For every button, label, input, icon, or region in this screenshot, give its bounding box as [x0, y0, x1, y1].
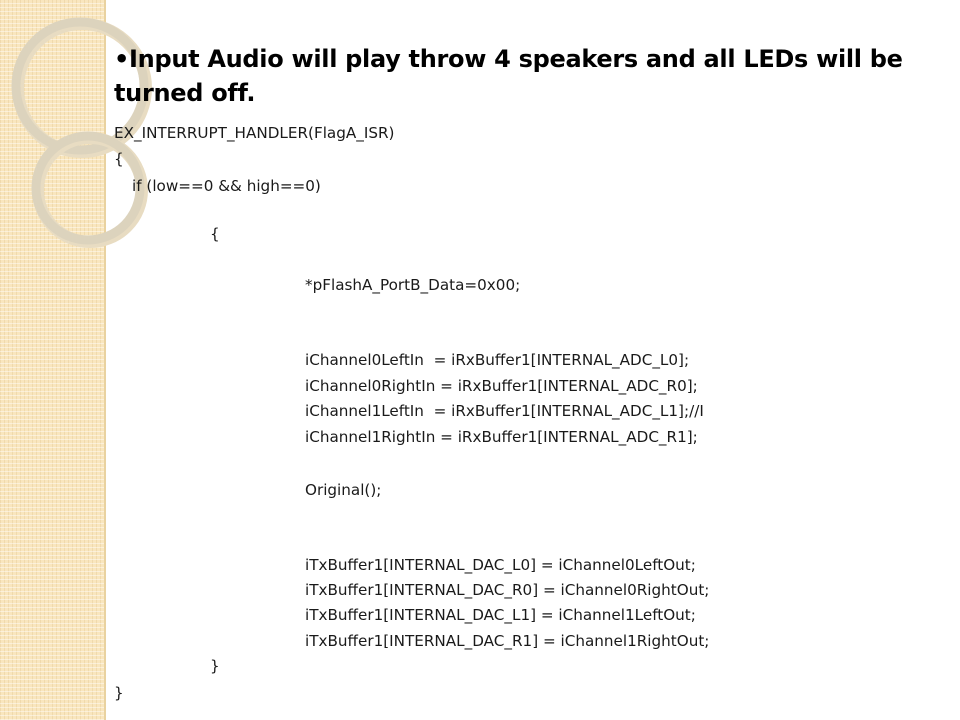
code-line-6: iChannel0LeftIn = iRxBuffer1[INTERNAL_AD… — [305, 351, 690, 369]
code-line-2: { — [114, 150, 124, 168]
code-line-11: iTxBuffer1[INTERNAL_DAC_L0] = iChannel0L… — [305, 556, 696, 574]
code-line-9: iChannel1RightIn = iRxBuffer1[INTERNAL_A… — [305, 428, 698, 446]
code-line-14: iTxBuffer1[INTERNAL_DAC_R1] = iChannel1R… — [305, 632, 710, 650]
code-line-8: iChannel1LeftIn = iRxBuffer1[INTERNAL_AD… — [305, 402, 704, 420]
code-line-10: Original(); — [305, 481, 382, 499]
code-line-1: EX_INTERRUPT_HANDLER(FlagA_ISR) — [114, 124, 395, 142]
code-line-16: } — [114, 684, 124, 702]
code-line-3: if (low==0 && high==0) — [132, 177, 321, 195]
code-line-7: iChannel0RightIn = iRxBuffer1[INTERNAL_A… — [305, 377, 698, 395]
outer-ring — [11, 17, 149, 155]
code-line-15: } — [210, 657, 220, 675]
slide-heading: •Input Audio will play throw 4 speakers … — [114, 42, 954, 110]
sidebar-edge — [104, 0, 106, 720]
decorative-rings — [11, 17, 152, 248]
code-line-5: *pFlashA_PortB_Data=0x00; — [305, 276, 521, 294]
heading-text: Input Audio will play throw 4 speakers a… — [114, 45, 903, 107]
bullet-marker: • — [114, 45, 130, 73]
inner-ring — [31, 131, 145, 245]
code-line-12: iTxBuffer1[INTERNAL_DAC_R0] = iChannel0R… — [305, 581, 710, 599]
decorative-sidebar — [0, 0, 104, 720]
code-line-13: iTxBuffer1[INTERNAL_DAC_L1] = iChannel1L… — [305, 606, 696, 624]
code-line-4: { — [210, 225, 220, 243]
